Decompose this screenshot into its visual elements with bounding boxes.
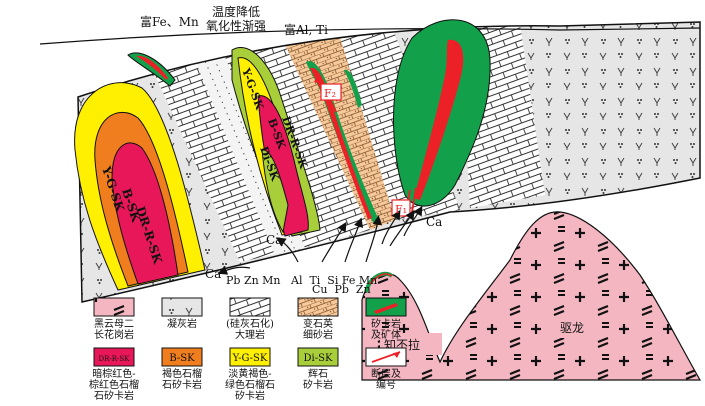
legend: 黑云母二长花岗岩凝灰岩(硅灰石化)大理岩变石英细砂岩矽卡岩及矿体DR-R-SK暗…	[89, 297, 407, 402]
label-ca-left: Ca	[205, 267, 221, 281]
legend-label-line: 断层及	[371, 367, 401, 380]
legend-label-line: (硅灰石化)	[226, 317, 274, 330]
legend-swatch	[161, 347, 203, 367]
legend-label-line: 淡黄褐色-	[228, 367, 271, 380]
legend-label-line: 矽卡岩	[235, 389, 265, 402]
label-temperature-decrease: 温度降低	[212, 4, 260, 19]
sandstone-ore-veins	[306, 60, 380, 224]
legend-label-line: 大理岩	[235, 328, 265, 341]
legend-swatch	[229, 297, 271, 317]
left-skarn-body	[74, 82, 206, 291]
legend-label-line: 长花岗岩	[94, 328, 134, 341]
legend-label-line: 变石英	[303, 317, 333, 330]
qulong-label-bg	[554, 316, 594, 338]
legend-label-line: 暗棕红色-	[92, 367, 135, 380]
legend-label-line: 绿色石榴石	[225, 378, 275, 391]
legend-label-line: 细砂岩	[303, 328, 333, 341]
legend-swatch	[93, 297, 135, 317]
legend-swatch-label: B-SK	[169, 353, 195, 364]
label-qulong: 驱龙	[560, 321, 584, 335]
legend-label-line: 石矽卡岩	[162, 378, 202, 391]
legend-swatch	[297, 347, 339, 367]
middle-skarn-body	[231, 47, 321, 237]
legend-label-line: 凝灰岩	[167, 317, 197, 330]
label-f2: F₂	[324, 87, 336, 100]
legend-label-line: 黑云母二	[94, 318, 134, 330]
ore-sliver-top	[136, 55, 168, 80]
label-rich-fe-mn: 富Fe、Mn	[140, 14, 199, 29]
legend-label-line: 辉石	[308, 368, 328, 380]
fault-f2	[314, 73, 342, 113]
legend-item-marble: (硅灰石化)大理岩	[226, 297, 274, 341]
legend-label-line: 矽卡岩	[303, 378, 333, 391]
surface-line	[39, 27, 701, 45]
elements-row-1: Pb Zn Mn Al Ti Si Fe Mn	[226, 274, 377, 287]
legend-swatch	[229, 347, 271, 367]
fluid-arrows	[217, 205, 423, 275]
legend-label-line: 及矿体	[371, 328, 401, 341]
granite-mountains	[361, 211, 702, 381]
legend-label-line: 褐色石榴	[162, 367, 202, 380]
legend-swatch	[161, 297, 203, 317]
legend-label-line: 矽卡岩	[371, 317, 401, 330]
label-f1: F₁	[395, 203, 407, 216]
label-ca-mid: Ca	[266, 233, 282, 247]
right-skarn-body	[393, 19, 491, 207]
label-oxidation-increase: 氧化性渐强	[206, 19, 266, 33]
legend-swatch-label: Di-SK	[304, 353, 333, 364]
legend-swatch-label: Y-G-SK	[232, 353, 268, 364]
label-ca-right: Ca	[426, 215, 442, 229]
legend-item-tuff: 凝灰岩	[161, 297, 203, 330]
skarn-sliver-top	[127, 52, 176, 87]
elements-row-2: Cu Pb Zn	[312, 283, 371, 296]
label-rich-al-ti: 富Al, Ti	[284, 22, 328, 37]
legend-label-line: 编号	[376, 378, 396, 391]
legend-swatch	[93, 347, 135, 367]
legend-swatch	[297, 297, 339, 317]
legend-swatch-label: DR-R-SK	[99, 355, 131, 363]
legend-label-line: 石矽卡岩	[94, 389, 134, 402]
legend-label-line: 棕红色石榴	[89, 378, 139, 391]
